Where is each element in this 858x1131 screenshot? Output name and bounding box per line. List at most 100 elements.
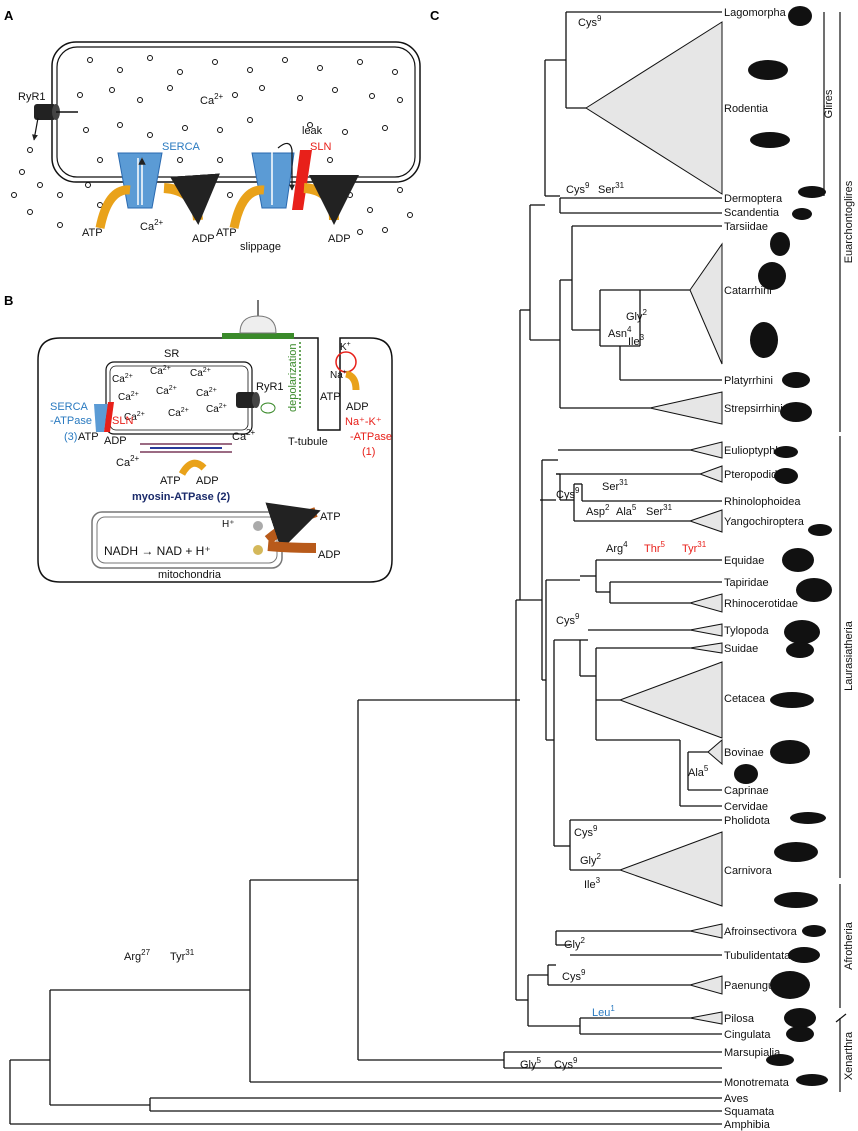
calcium-ion-7: [317, 65, 323, 71]
ca-label: Ca2+: [200, 92, 224, 107]
monkey-icon: [758, 262, 786, 290]
clade-triangle-suidae: [689, 642, 723, 654]
tarsier-icon: [770, 232, 790, 256]
sln-label: SLN: [310, 141, 331, 153]
mutation-thr5: Thr5: [644, 540, 666, 555]
atp-arrow-2: [229, 185, 265, 229]
panel-c-label: C: [430, 8, 440, 23]
ryr1-label: RyR1: [18, 91, 46, 103]
atp-mito: ATP: [320, 511, 341, 523]
taxon-dermoptera: Dermoptera: [724, 193, 783, 205]
calcium-ion-30: [177, 157, 183, 163]
sr-ca-label-6: Ca2+: [124, 411, 145, 423]
mutation-gly2: Gly2: [626, 308, 648, 323]
ca-b-myo: Ca2+: [116, 454, 140, 469]
elephant-icon: [770, 971, 810, 999]
atp-b-serca: ATP: [78, 431, 99, 443]
calcium-ion-34: [19, 169, 25, 175]
serca-b-line2: -ATPase: [50, 415, 92, 427]
clade-triangle-pteropodidae: [698, 465, 723, 483]
calcium-ion-46: [397, 187, 403, 193]
mutation-asn4: Asn4: [608, 325, 632, 340]
calcium-ion-47: [407, 212, 413, 218]
opossum-icon: [766, 1054, 794, 1066]
tree-shrew-icon: [792, 208, 812, 220]
mutation-ser31: Ser31: [602, 478, 629, 493]
atp-b-myo: ATP: [160, 475, 181, 487]
taxon-rodentia: Rodentia: [724, 103, 769, 115]
depolarization-label: depolarization: [287, 344, 299, 413]
sloth-icon: [784, 1008, 816, 1028]
sr-label: SR: [164, 348, 179, 360]
slippage-label: slippage: [240, 241, 281, 253]
calcium-ion-49: [357, 229, 363, 235]
taxon-equidae: Equidae: [724, 555, 764, 567]
calcium-ion-36: [11, 192, 17, 198]
mutation-asp2: Asp2: [586, 503, 610, 518]
adp-b-serca: ADP: [104, 435, 127, 447]
clade-triangles: [585, 21, 723, 1025]
calcium-ion-23: [182, 125, 188, 131]
atp-label-a2: ATP: [216, 227, 237, 239]
mutation-ile3: Ile3: [628, 333, 645, 348]
h-label: H⁺: [222, 519, 235, 530]
mutation-gly2: Gly2: [580, 852, 602, 867]
marmoset-icon: [782, 372, 810, 388]
sr-ca-label-1: Ca2+: [150, 365, 171, 377]
calcium-ion-3: [177, 69, 183, 75]
mutation-cys9: Cys9: [562, 968, 586, 983]
sr-ca-label-4: Ca2+: [156, 385, 177, 397]
camel-icon: [784, 620, 820, 644]
mutation-cys9: Cys9: [556, 486, 580, 501]
panel-c: C LagomorphaRodentiaDermopteraScandentia…: [9, 6, 855, 1131]
mutation-cys9: Cys9: [566, 181, 590, 196]
taxon-tubulidentata: Tubulidentata: [724, 950, 791, 962]
clade-glires: Glires: [823, 89, 835, 118]
calcium-ion-22: [147, 132, 153, 138]
nak-num: (1): [362, 446, 375, 458]
adp-label-a1: ADP: [192, 233, 215, 245]
animal-silhouette-icons: [734, 6, 832, 1086]
calcium-ion-21: [117, 122, 123, 128]
calcium-ion-26: [307, 122, 313, 128]
calcium-ion-5: [247, 67, 253, 73]
clade-triangle-eulioptyphla: [689, 441, 723, 459]
taxon-platyrrhini: Platyrrhini: [724, 375, 773, 387]
serca-b-line1: SERCA: [50, 401, 89, 413]
dolphin-icon: [770, 692, 814, 708]
mutation-cys9: Cys9: [554, 1056, 578, 1071]
mutation-ala5: Ala5: [688, 764, 709, 779]
bison-icon: [770, 740, 810, 764]
bat-icon: [808, 524, 832, 536]
hedgehog-icon: [774, 446, 798, 458]
calcium-ion-2: [147, 55, 153, 61]
calcium-ion-12: [137, 97, 143, 103]
clade-euarchontoglires: Euarchontoglires: [843, 180, 855, 263]
clade-afrotheria: Afrotheria: [843, 921, 855, 970]
clade-triangle-cetacea: [618, 661, 723, 739]
sheep-icon: [734, 764, 758, 784]
pig-icon: [786, 642, 814, 658]
myosin-label: myosin-ATPase (2): [132, 491, 231, 503]
taxon-afroinsectivora: Afroinsectivora: [724, 926, 798, 938]
adp-arrow-2: [303, 174, 359, 225]
calcium-ion-20: [83, 127, 89, 133]
taxon-eulioptyphla: Eulioptyphla: [724, 445, 785, 457]
serca-b-num: (3): [64, 431, 77, 443]
endplate: [222, 333, 294, 339]
taxon-scandentia: Scandentia: [724, 207, 780, 219]
clade-xenarthra: Xenarthra: [843, 1031, 855, 1080]
panel-a: A Ca2+ RyR1 SERCA leak SLN: [4, 8, 421, 253]
calcium-ion-29: [97, 157, 103, 163]
sr-calcium-labels: Ca2+Ca2+Ca2+Ca2+Ca2+Ca2+Ca2+Ca2+Ca2+: [112, 365, 227, 423]
mutation-ser31: Ser31: [598, 181, 625, 196]
ca-b-out: Ca2+: [232, 428, 256, 443]
taxon-cetacea: Cetacea: [724, 693, 766, 705]
clade-brackets: [823, 12, 847, 1092]
aardvark-icon: [788, 947, 820, 963]
taxon-strepsirrhini: Strepsirrhini: [724, 403, 783, 415]
fruit-bat-icon: [774, 468, 798, 484]
calcium-ion-35: [37, 182, 43, 188]
mutation-gly2: Gly2: [564, 936, 586, 951]
